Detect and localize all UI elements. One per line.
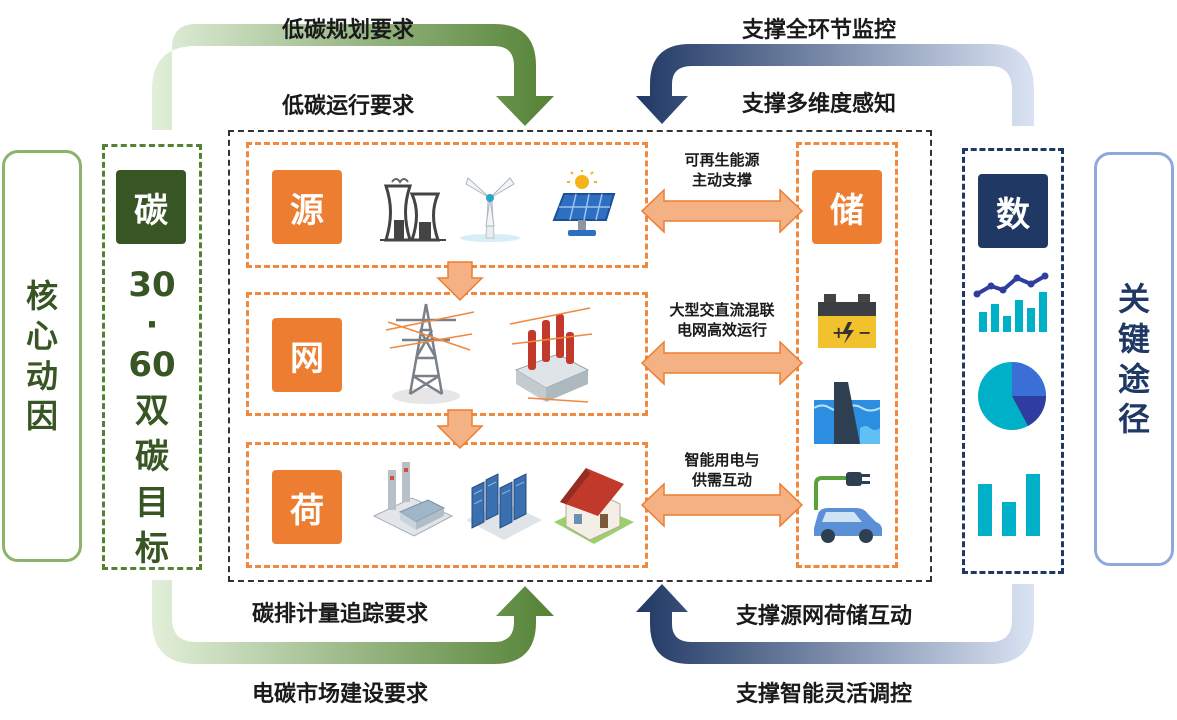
double-arrow-grid (640, 340, 804, 386)
double-arrow-source (640, 188, 804, 234)
storage-tile: 储 (812, 170, 882, 244)
house-icon (554, 468, 634, 544)
storage-column (796, 142, 898, 568)
grid-row (246, 292, 648, 416)
top-left-caption-1: 低碳规划要求 (282, 18, 415, 43)
key-paths-box: 关 键 途 径 (1094, 152, 1174, 566)
dual-carbon-goal: 30 · 60 双 碳 目 标 (128, 265, 176, 569)
carbon-column (102, 144, 202, 570)
top-left-caption-2: 低碳运行要求 (282, 94, 415, 119)
core-drivers-label: 核 心 动 因 (25, 277, 58, 435)
data-tile: 数 (978, 174, 1048, 248)
wind-turbine-icon (460, 177, 520, 242)
down-arrow-source-grid (436, 261, 484, 302)
top-right-caption-2: 支撑多维度感知 (742, 92, 897, 117)
data-column (962, 148, 1064, 574)
source-arrow-caption: 可再生能源 主动支撑 (684, 151, 760, 189)
source-row (246, 142, 648, 268)
bar-chart-icon (978, 474, 1040, 536)
transformer-icon (509, 307, 593, 403)
bottom-right-caption-2: 支撑智能灵活调控 (736, 682, 913, 707)
electric-car-icon (814, 472, 882, 543)
down-arrow-grid-load (436, 409, 484, 450)
system-frame (228, 130, 932, 582)
source-tile: 源 (272, 170, 342, 244)
hydro-dam-icon (813, 382, 881, 444)
bottom-left-caption-2: 电碳市场建设要求 (252, 682, 429, 707)
cooling-tower-icon (380, 178, 446, 242)
transmission-tower-icon (385, 303, 475, 404)
svg-text:+: + (832, 323, 845, 342)
bottom-left-caption-1: 碳排计量追踪要求 (252, 602, 429, 627)
bottom-right-caption-1: 支撑源网荷储互动 (736, 604, 913, 629)
line-bar-chart-icon (973, 272, 1049, 332)
core-drivers-box: 核 心 动 因 (2, 150, 82, 562)
battery-icon: + − (818, 294, 876, 348)
key-paths-label: 关 键 途 径 (1117, 280, 1150, 438)
load-tile: 荷 (272, 470, 342, 544)
grid-tile: 网 (272, 318, 342, 392)
solar-panel-icon (552, 170, 616, 236)
pie-chart-icon (978, 362, 1046, 430)
grid-arrow-caption: 大型交直流混联 电网高效运行 (669, 301, 775, 339)
factory-icon (372, 462, 454, 537)
load-arrow-caption: 智能用电与 供需互动 (684, 451, 760, 489)
svg-text:−: − (858, 323, 871, 342)
double-arrow-load (640, 482, 804, 528)
carbon-tile: 碳 (116, 170, 186, 244)
data-center-icon (466, 473, 542, 540)
top-right-caption-1: 支撑全环节监控 (742, 18, 897, 43)
